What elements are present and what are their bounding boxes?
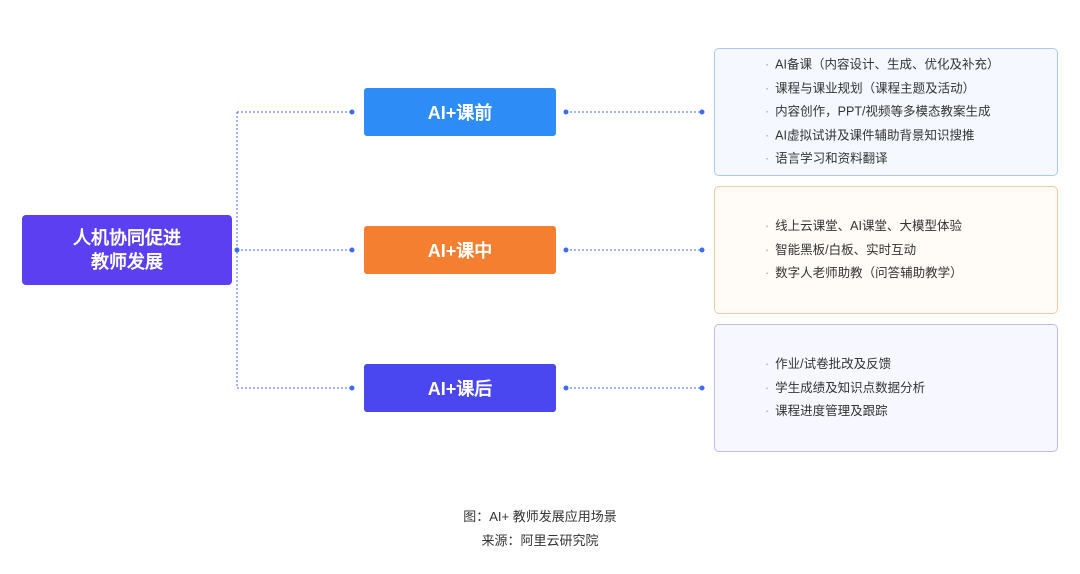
detail-panel-in-class: · 线上云课堂、AI课堂、大模型体验 · 智能黑板/白板、实时互动 · 数字人老师助教…	[714, 186, 1058, 314]
detail-panel-before-class: · AI备课（内容设计、生成、优化及补充） · 课程与课业规划（课程主题及活动） ·…	[714, 48, 1058, 176]
detail-list: · 作业/试卷批改及反馈 · 学生成绩及知识点数据分析 · 课程进度管理及跟踪	[765, 353, 925, 424]
phase-node-after-class: AI+课后	[364, 364, 556, 412]
phase-label: AI+课中	[427, 241, 493, 261]
bullet-dot: ·	[765, 151, 770, 166]
list-item-text: 语言学习和资料翻译	[775, 151, 888, 166]
phase-label: AI+课后	[427, 379, 493, 399]
list-item-text: 线上云课堂、AI课堂、大模型体验	[775, 218, 962, 233]
connector-dot	[699, 385, 705, 391]
list-item: · 课程与课业规划（课程主题及活动）	[765, 77, 999, 101]
list-item: · AI备课（内容设计、生成、优化及补充）	[765, 53, 999, 77]
list-item: · 数字人老师助教（问答辅助教学）	[765, 262, 963, 286]
connector-dot	[563, 385, 569, 391]
list-item: · 作业/试卷批改及反馈	[765, 353, 925, 377]
phase-label: AI+课前	[427, 103, 493, 123]
bullet-dot: ·	[765, 242, 770, 257]
connector-dot	[349, 109, 355, 115]
list-item-text: 作业/试卷批改及反馈	[775, 356, 892, 371]
list-item: · 内容创作，PPT/视频等多模态教案生成	[765, 100, 999, 124]
list-item-text: 课程进度管理及跟踪	[775, 403, 888, 418]
list-item-text: 智能黑板/白板、实时互动	[775, 242, 917, 257]
list-item-text: AI虚拟试讲及课件辅助背景知识搜推	[775, 127, 975, 142]
bullet-dot: ·	[765, 356, 770, 371]
root-node: 人机协同促进 教师发展	[22, 215, 232, 285]
bullet-dot: ·	[765, 403, 770, 418]
list-item: · 语言学习和资料翻译	[765, 147, 999, 171]
root-title-line1: 人机协同促进	[73, 228, 181, 248]
detail-panel-after-class: · 作业/试卷批改及反馈 · 学生成绩及知识点数据分析 · 课程进度管理及跟踪	[714, 324, 1058, 452]
bullet-dot: ·	[765, 265, 770, 280]
phase-node-in-class: AI+课中	[364, 226, 556, 274]
list-item-text: 学生成绩及知识点数据分析	[775, 380, 926, 395]
list-item: · 学生成绩及知识点数据分析	[765, 376, 925, 400]
list-item: · 课程进度管理及跟踪	[765, 400, 925, 424]
detail-list: · AI备课（内容设计、生成、优化及补充） · 课程与课业规划（课程主题及活动） ·…	[765, 53, 999, 171]
connector-dot	[699, 247, 705, 253]
source-caption: 来源：阿里云研究院	[481, 533, 599, 548]
detail-list: · 线上云课堂、AI课堂、大模型体验 · 智能黑板/白板、实时互动 · 数字人老师助教…	[765, 215, 963, 286]
connector-dot	[234, 247, 240, 253]
connector-dot	[349, 385, 355, 391]
bullet-dot: ·	[765, 127, 770, 142]
list-item-text: 数字人老师助教（问答辅助教学）	[775, 265, 963, 280]
root-title-line2: 教师发展	[91, 252, 163, 272]
figure-caption: 图：AI+ 教师发展应用场景	[463, 509, 617, 524]
bullet-dot: ·	[765, 380, 770, 395]
phase-node-before-class: AI+课前	[364, 88, 556, 136]
connector-dot	[563, 247, 569, 253]
list-item-text: AI备课（内容设计、生成、优化及补充）	[775, 57, 1000, 72]
bullet-dot: ·	[765, 104, 770, 119]
bullet-dot: ·	[765, 80, 770, 95]
list-item-text: 内容创作，PPT/视频等多模态教案生成	[775, 104, 991, 119]
list-item: · 智能黑板/白板、实时互动	[765, 238, 963, 262]
list-item: · 线上云课堂、AI课堂、大模型体验	[765, 215, 963, 239]
connector-dot	[349, 247, 355, 253]
list-item: · AI虚拟试讲及课件辅助背景知识搜推	[765, 124, 999, 148]
bullet-dot: ·	[765, 218, 770, 233]
bullet-dot: ·	[765, 57, 770, 72]
connector-dot	[563, 109, 569, 115]
list-item-text: 课程与课业规划（课程主题及活动）	[775, 80, 976, 95]
connector-dot	[699, 109, 705, 115]
